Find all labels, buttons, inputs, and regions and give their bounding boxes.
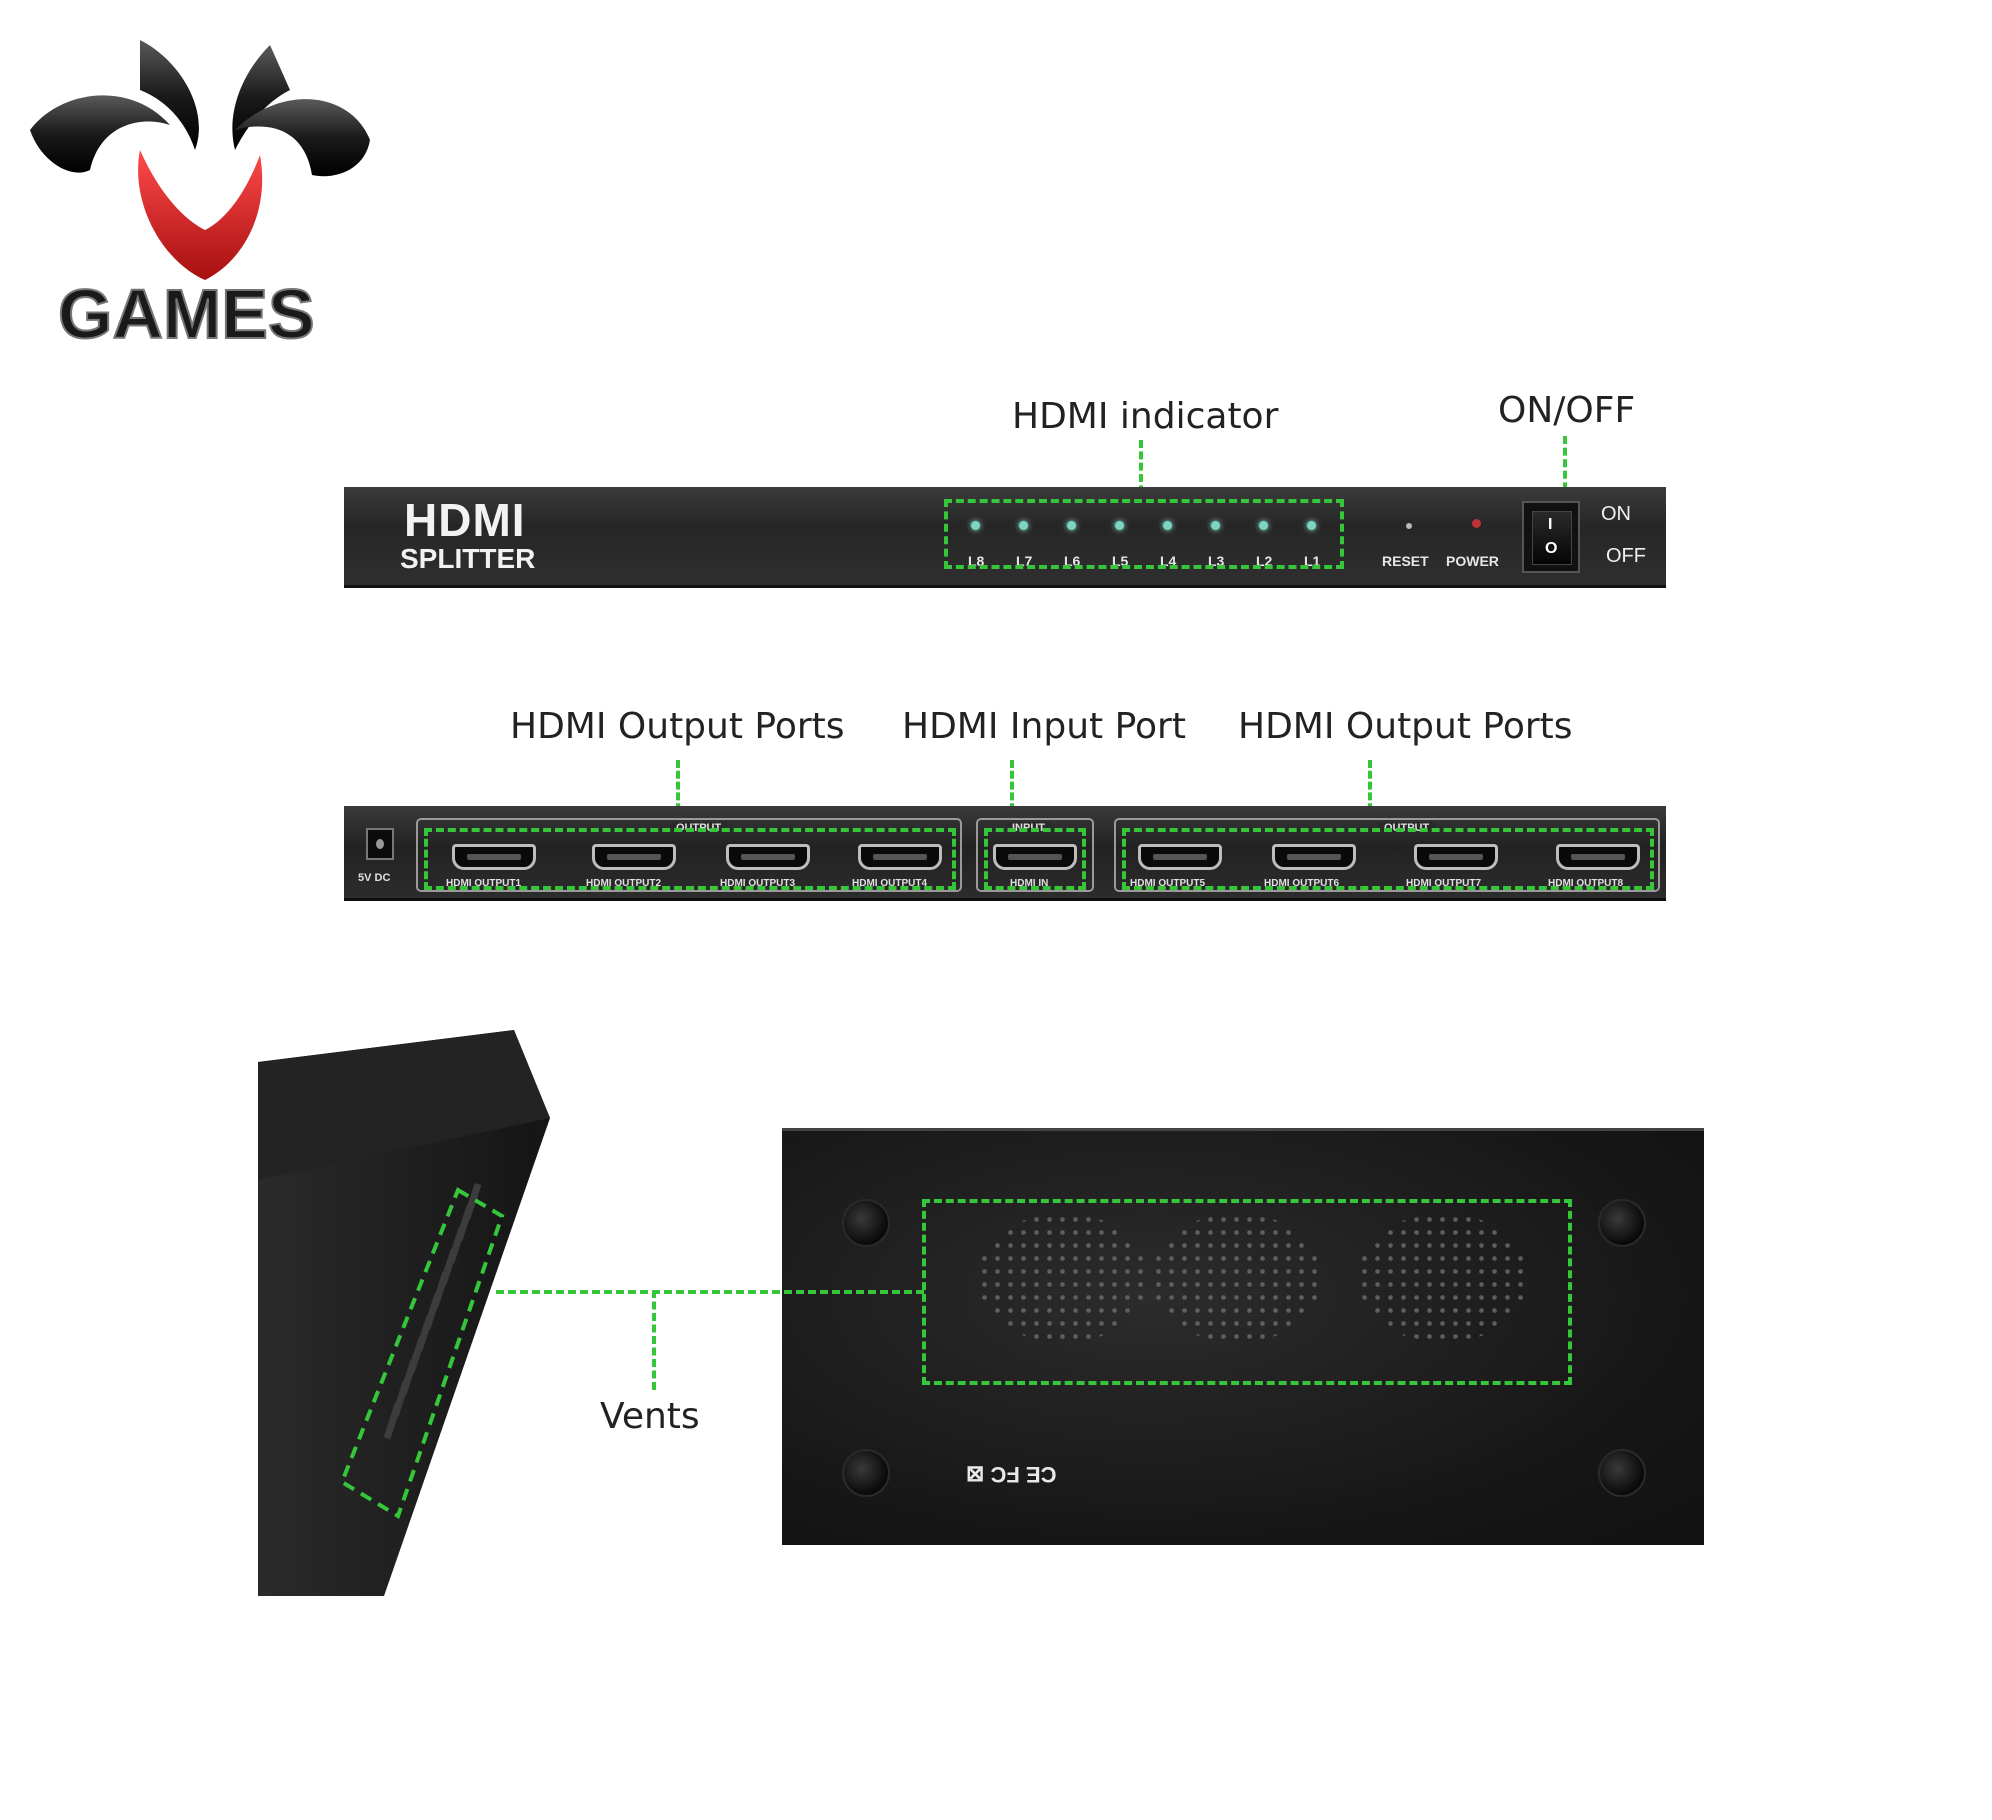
output-right-highlight-box [1122, 828, 1654, 890]
reset-label: RESET [1382, 553, 1429, 569]
power-led [1472, 519, 1481, 528]
input-leader-line [1010, 760, 1014, 822]
hdmi-output-port-4[interactable] [858, 844, 942, 870]
logo-emblem-icon: GAMES [30, 40, 370, 354]
output-group-right: OUTPUT HDMI OUTPUT5 HDMI OUTPUT6 HDMI OU… [1114, 818, 1660, 892]
callout-output-right: HDMI Output Ports [1238, 706, 1573, 747]
bottom-view: CE FC ⊠ [782, 1128, 1704, 1545]
hdmi-output-port-8[interactable] [1556, 844, 1640, 870]
games-logo: GAMES [20, 30, 380, 370]
led-l5 [1115, 521, 1124, 530]
hdmi-output-port-1[interactable] [452, 844, 536, 870]
port-label: HDMI OUTPUT7 [1406, 878, 1481, 889]
hdmi-input-port[interactable] [993, 844, 1077, 870]
port-label: HDMI OUTPUT3 [720, 878, 795, 889]
front-panel: HDMI SPLITTER L8 L7 L6 L5 L4 L3 L2 L1 RE… [344, 487, 1666, 588]
brand-splitter: SPLITTER [400, 543, 536, 574]
vents-leader-vertical [652, 1290, 656, 1390]
vent-grille [1358, 1213, 1528, 1343]
callout-vents: Vents [600, 1396, 700, 1437]
callout-output-left: HDMI Output Ports [510, 706, 845, 747]
switch-off-glyph: O [1545, 540, 1558, 557]
switch-rocker[interactable]: I O [1532, 511, 1572, 565]
rear-panel: 5V DC OUTPUT HDMI OUTPUT1 HDMI OUTPUT2 H… [344, 806, 1666, 901]
rubber-foot [1598, 1449, 1646, 1497]
vents-highlight-box [922, 1199, 1572, 1385]
port-label: HDMI OUTPUT2 [586, 878, 661, 889]
reset-button[interactable] [1406, 523, 1412, 529]
port-label: HDMI OUTPUT4 [852, 878, 927, 889]
callout-hdmi-indicator: HDMI indicator [1012, 396, 1279, 437]
led-l8 [971, 521, 980, 530]
dc-power-jack[interactable] [366, 828, 394, 860]
led-l3 [1211, 521, 1220, 530]
switch-leader-line [1563, 436, 1567, 502]
hdmi-output-port-6[interactable] [1272, 844, 1356, 870]
hdmi-output-port-3[interactable] [726, 844, 810, 870]
switch-on-glyph: I [1548, 516, 1553, 533]
led-l4 [1163, 521, 1172, 530]
input-highlight-box [984, 828, 1086, 890]
led-l2 [1259, 521, 1268, 530]
output-group-left: OUTPUT HDMI OUTPUT1 HDMI OUTPUT2 HDMI OU… [416, 818, 962, 892]
logo-wordmark: GAMES [58, 275, 315, 353]
led-l1 [1307, 521, 1316, 530]
port-label: HDMI OUTPUT8 [1548, 878, 1623, 889]
dc-label: 5V DC [358, 872, 391, 884]
power-switch[interactable]: I O [1522, 501, 1580, 573]
rubber-foot [842, 1449, 890, 1497]
rubber-foot [1598, 1199, 1646, 1247]
vents-leader-horizontal [496, 1290, 924, 1294]
switch-on-label: ON [1601, 503, 1631, 525]
output-left-leader-line [676, 760, 680, 822]
power-label: POWER [1446, 553, 1499, 569]
led-l7 [1019, 521, 1028, 530]
switch-off-label: OFF [1606, 545, 1646, 567]
port-label: HDMI IN [1010, 878, 1049, 889]
port-label: HDMI OUTPUT1 [446, 878, 521, 889]
callout-on-off: ON/OFF [1498, 390, 1636, 431]
side-view [258, 1030, 558, 1596]
led-l6 [1067, 521, 1076, 530]
brand-hdmi: HDMI [404, 494, 526, 546]
vent-grille [978, 1213, 1148, 1343]
port-label: HDMI OUTPUT5 [1130, 878, 1205, 889]
vent-grille [1152, 1213, 1322, 1343]
indicator-highlight-box [944, 499, 1344, 569]
callout-input: HDMI Input Port [902, 706, 1186, 747]
output-left-highlight-box [424, 828, 956, 890]
indicator-leader-line [1139, 440, 1143, 516]
output-right-leader-line [1368, 760, 1372, 822]
rubber-foot [842, 1199, 890, 1247]
certification-marks: CE FC ⊠ [966, 1462, 1057, 1487]
side-view-icon [258, 1030, 550, 1596]
hdmi-output-port-2[interactable] [592, 844, 676, 870]
hdmi-output-port-7[interactable] [1414, 844, 1498, 870]
hdmi-output-port-5[interactable] [1138, 844, 1222, 870]
port-label: HDMI OUTPUT6 [1264, 878, 1339, 889]
